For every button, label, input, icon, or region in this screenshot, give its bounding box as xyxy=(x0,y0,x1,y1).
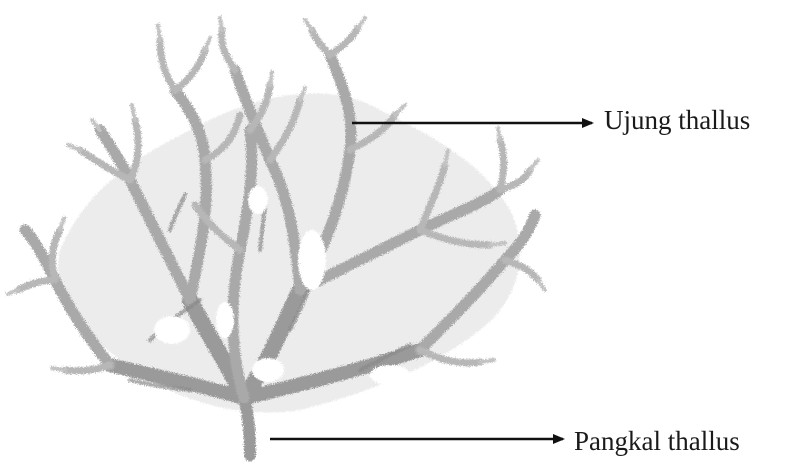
tip-label: Ujung thallus xyxy=(604,107,750,134)
thallus-illustration xyxy=(8,18,545,455)
base-label: Pangkal thallus xyxy=(574,428,740,455)
